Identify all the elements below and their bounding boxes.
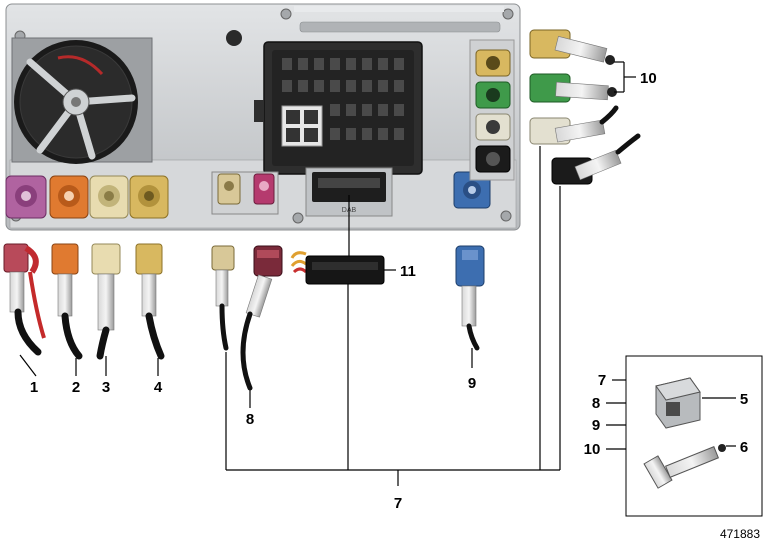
connector-10-black (551, 133, 641, 185)
connector-3 (91, 243, 121, 360)
callout-10: 10 (640, 70, 657, 87)
screw-icon (280, 8, 292, 20)
callout-3: 3 (102, 379, 110, 396)
connector-4 (135, 243, 165, 360)
screw-icon (292, 212, 304, 224)
connector-10-yellow (529, 29, 615, 65)
callout-4: 4 (154, 379, 163, 396)
connector-10-white (529, 105, 619, 145)
connector-11 (290, 251, 385, 285)
part-6-contact-icon (643, 444, 726, 489)
callout-9: 9 (468, 375, 476, 392)
inset-label-10: 10 (584, 441, 601, 458)
leader-lines (19, 61, 636, 486)
inset-label-8: 8 (592, 395, 600, 412)
unit-socket-cream (89, 175, 129, 219)
callout-1: 1 (30, 379, 38, 396)
callout-2: 2 (72, 379, 80, 396)
main-multipin-connector (254, 41, 423, 175)
part-5-housing-icon (655, 377, 701, 429)
connector-10-green (529, 73, 617, 103)
inset-box: 7 8 9 10 5 6 (584, 355, 763, 517)
connector-9 (455, 245, 485, 351)
connector-8b (240, 245, 283, 391)
dab-module: DAB (305, 167, 393, 217)
screw-icon (502, 8, 514, 20)
unit-socket-blue (453, 171, 491, 209)
callout-8: 8 (246, 411, 254, 428)
inset-label-7: 7 (598, 372, 606, 389)
unit-socket-column (469, 39, 515, 181)
screw-icon (500, 210, 512, 222)
connector-2 (51, 243, 83, 360)
inset-label-9: 9 (592, 417, 600, 434)
connector-1 (3, 243, 46, 356)
connector-8a (211, 245, 235, 351)
reference-number: 471883 (720, 527, 760, 541)
unit-socket-yellow (129, 175, 169, 219)
unit-socket-pair (211, 171, 279, 215)
callout-11: 11 (400, 263, 416, 280)
unit-socket-violet (5, 175, 47, 219)
callout-7: 7 (394, 495, 402, 512)
hole-icon (226, 30, 242, 46)
unit-socket-orange (49, 175, 89, 219)
part-5-label: 5 (740, 391, 748, 408)
part-6-label: 6 (740, 439, 748, 456)
cooling-fan (11, 37, 153, 164)
